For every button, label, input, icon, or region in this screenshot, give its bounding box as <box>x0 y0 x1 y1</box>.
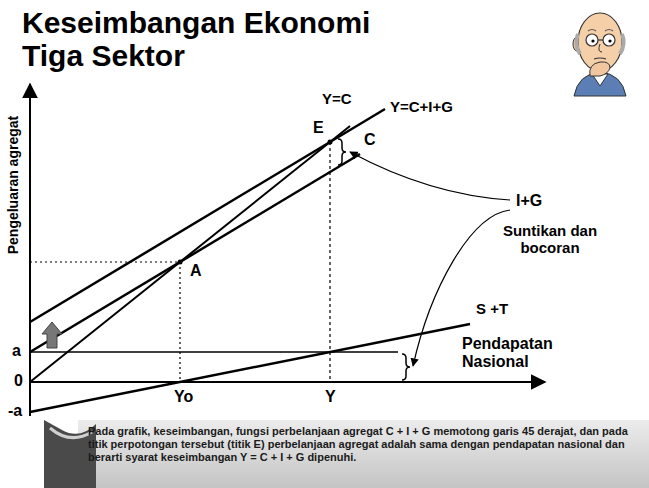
callout-label: I+G <box>516 192 542 210</box>
point-e <box>328 140 333 145</box>
guide-line <box>30 261 180 262</box>
axis-tick-label: -a <box>8 402 22 420</box>
thinking-man <box>573 13 626 96</box>
axis-tick-label: Y <box>325 388 336 406</box>
line-label: Y=C+I+G <box>390 98 453 115</box>
axis-tick-label: 0 <box>14 372 23 390</box>
axis-title: Pengeluaran agregat <box>5 116 21 255</box>
decor-streak <box>50 428 92 438</box>
line-45-degree <box>30 126 350 382</box>
slide-title: Keseimbangan Ekonomi Tiga Sektor <box>22 6 402 72</box>
caption-text: Pada grafik, keseimbangan, fungsi perbel… <box>88 425 636 464</box>
axis-tick-label: a <box>12 342 21 360</box>
x-axis <box>30 381 545 383</box>
caption-panel <box>78 420 649 488</box>
guide-line <box>329 142 330 382</box>
leader-line <box>350 152 510 200</box>
callout-label: Suntikan dan bocoran <box>488 222 612 257</box>
brace <box>338 139 346 165</box>
axis-title: Pendapatan Nasional <box>462 335 587 372</box>
line-label: S +T <box>476 300 508 317</box>
autonomous-line <box>30 351 398 353</box>
y-axis <box>29 84 31 416</box>
guide-line <box>179 262 180 382</box>
point-label: E <box>313 119 324 137</box>
aggregate-expenditure-line <box>30 109 385 322</box>
line-label: Y=C <box>322 90 352 107</box>
consumption-line <box>30 154 360 352</box>
brace <box>402 354 410 380</box>
point-label: A <box>190 262 202 280</box>
saving-tax-line <box>30 324 470 412</box>
shift-arrow <box>42 322 62 348</box>
point-a <box>178 260 183 265</box>
line-label: C <box>364 131 376 149</box>
axis-tick-label: Yo <box>174 388 193 406</box>
